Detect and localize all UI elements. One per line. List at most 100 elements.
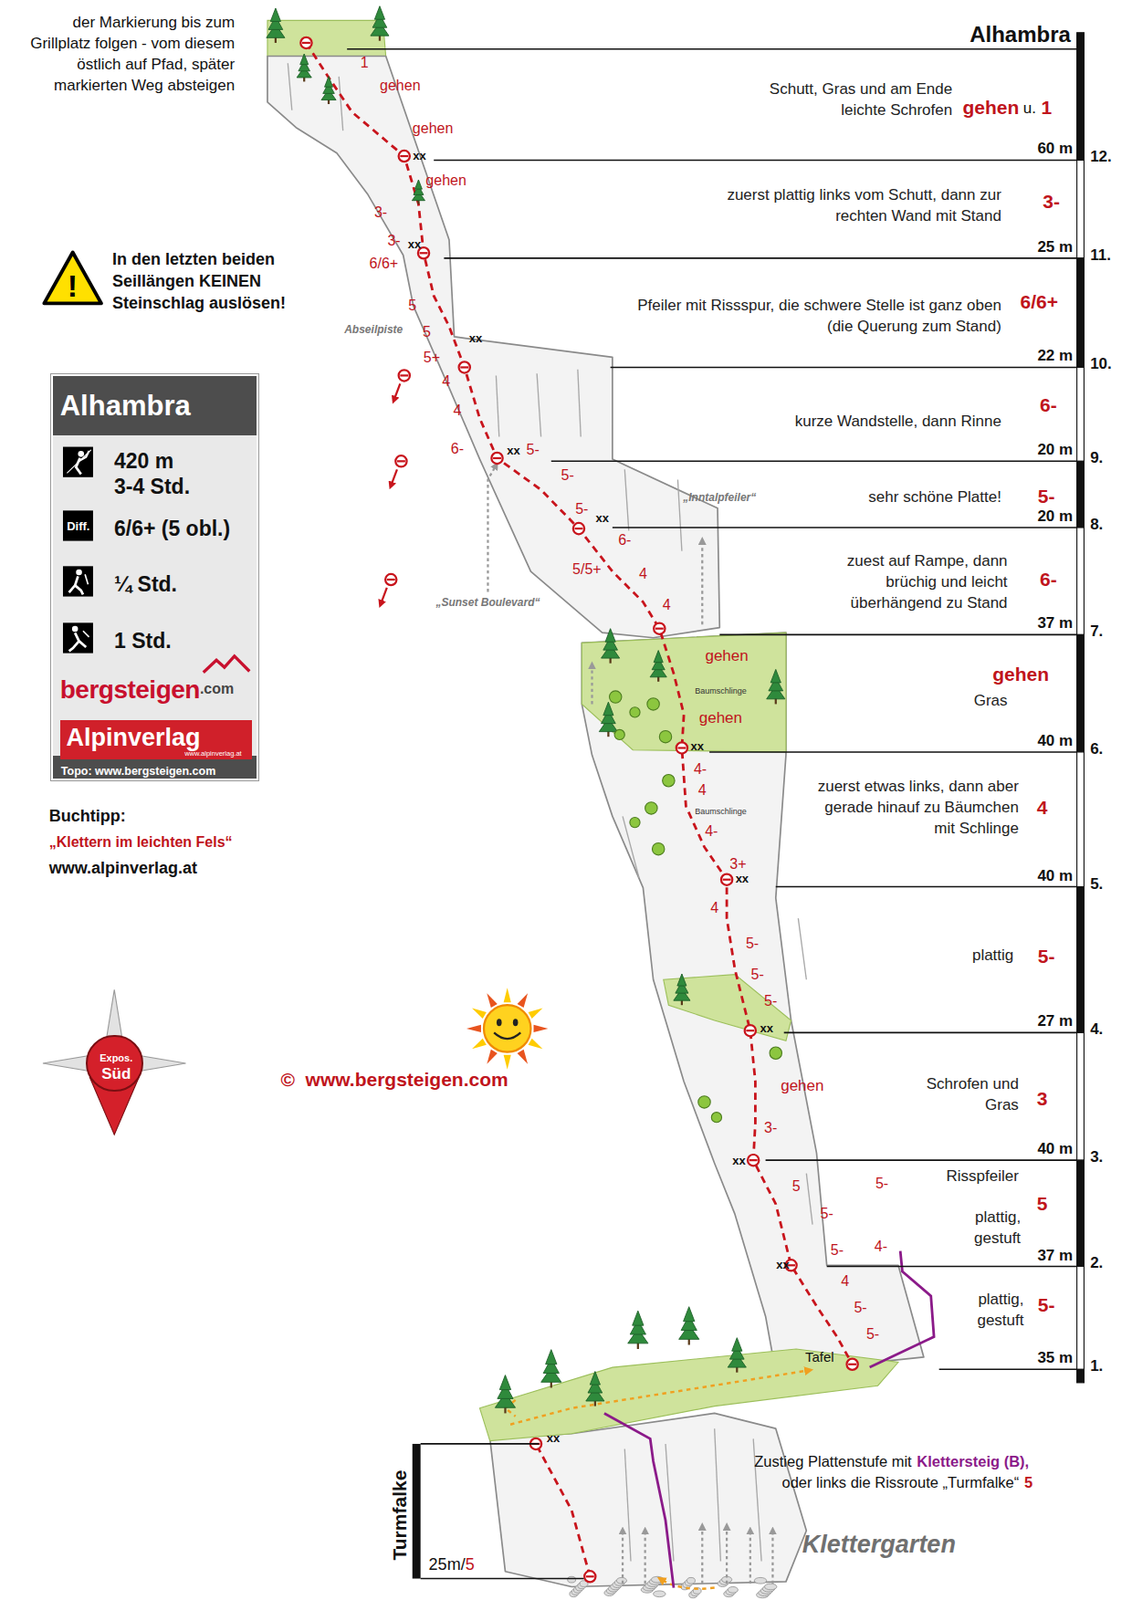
route-grade: 4- <box>704 823 718 840</box>
sun-icon <box>483 1005 531 1052</box>
panel-value: 6/6+ (5 obl.) <box>114 516 231 541</box>
feature-name: „Sunset Boulevard“ <box>435 597 540 610</box>
tree <box>732 1338 743 1353</box>
sun-icon <box>528 1038 544 1049</box>
route-grade: 5 <box>465 1555 475 1575</box>
approach-note: oder links die Rissroute „Turmfalke“ <box>781 1474 1019 1492</box>
pitch-grade: 3- <box>1042 190 1060 213</box>
tree <box>645 802 658 815</box>
sun-icon <box>471 1008 487 1019</box>
sun-icon <box>517 1049 528 1065</box>
pitch-table <box>719 634 1077 637</box>
scree <box>754 1577 766 1584</box>
belay-symbol <box>385 574 397 586</box>
rock-crack <box>624 1449 631 1562</box>
pitch-table <box>433 159 1077 162</box>
scale-bar <box>420 1443 540 1446</box>
pitch-description: zuest auf Rampe, dann brüchig und leicht… <box>808 550 1008 614</box>
belay-symbol <box>744 1025 756 1037</box>
scree <box>616 1577 627 1584</box>
pitch-grade: gehen <box>962 96 1019 119</box>
sling-note: Baumschlinge <box>694 807 747 817</box>
warning-triangle: ! <box>41 248 105 307</box>
belay-symbol <box>300 37 312 49</box>
scale-bar <box>420 1578 585 1581</box>
pitch-grade: 6/6+ <box>1020 291 1059 314</box>
tree <box>647 698 660 711</box>
panel-heading: Alhambra <box>60 389 191 423</box>
abseil-arrow <box>380 383 400 604</box>
pitch-grade: 4 <box>1037 796 1049 819</box>
approach-arrow <box>771 1530 774 1584</box>
feature-name: Abseilpiste <box>344 324 403 337</box>
bolt-marker: xx <box>412 149 426 164</box>
rock-crack <box>797 918 807 980</box>
belay-symbol <box>491 452 503 464</box>
meadow <box>480 632 899 1441</box>
sign-note: Tafel <box>805 1349 835 1365</box>
abseil-arrow <box>394 383 401 400</box>
route-grade: 3- <box>374 204 388 221</box>
pitch-number: 2. <box>1090 1254 1103 1273</box>
warning-text: In den letzten beiden Seillängen KEINEN … <box>112 248 357 315</box>
sun-icon <box>503 987 512 1003</box>
rock-wall <box>267 55 720 638</box>
route-grade: 3- <box>387 232 400 250</box>
route-grade: 5 <box>422 324 431 341</box>
belay-symbol <box>848 1363 857 1366</box>
route-grade: 6- <box>450 440 464 458</box>
scale-bar <box>412 1444 421 1580</box>
route-note: gehen <box>704 647 748 666</box>
route-grade: 6/6+ <box>369 255 399 273</box>
abseil-arrow <box>380 587 388 605</box>
logo-text: bergsteigen <box>60 675 200 705</box>
scree <box>727 1586 738 1594</box>
sun-icon <box>513 1018 519 1027</box>
connector-word: u. <box>1023 99 1037 118</box>
tree <box>770 669 781 683</box>
rock-crack <box>338 76 343 131</box>
route-grade: 5- <box>575 501 588 518</box>
rock-crack <box>806 1173 813 1226</box>
belay-symbol <box>399 155 409 158</box>
sun-icon <box>486 993 497 1008</box>
route-note: gehen <box>699 709 743 728</box>
pitch-length: 35 m <box>1037 1349 1073 1368</box>
pitch-table <box>827 1266 1078 1269</box>
approach-arrow <box>644 1530 647 1584</box>
via-ferrata-line <box>604 1413 674 1588</box>
pitch-number: 1. <box>1090 1357 1103 1376</box>
pitch-grade: 1 <box>1040 96 1052 119</box>
approach-arrow <box>725 1527 728 1585</box>
sun-icon <box>486 1049 497 1065</box>
tree <box>711 1112 722 1123</box>
pitch-description: plattig <box>972 944 1014 966</box>
approach-arrow <box>701 1527 703 1585</box>
info-panel <box>74 586 84 596</box>
pitch-grade: 3 <box>1037 1088 1049 1111</box>
bolt-marker: xx <box>408 238 421 252</box>
route-grade: 5- <box>561 467 575 484</box>
info-panel <box>62 447 94 478</box>
pitch-grade: 5- <box>1037 1294 1056 1317</box>
pitch-table <box>1077 32 1085 161</box>
pitch-length: 40 m <box>1037 867 1073 886</box>
route-grade: 4 <box>840 1273 849 1290</box>
route-grade: 5- <box>764 993 777 1010</box>
pitch-length: 25 m <box>1037 238 1073 257</box>
approach-arrow <box>487 465 496 593</box>
rock-crack <box>536 373 541 437</box>
warning-triangle <box>43 251 102 304</box>
panel-footer: Topo: www.bergsteigen.com <box>61 765 216 778</box>
pitch-grade: 5 <box>1037 1193 1049 1216</box>
scree <box>764 1583 776 1591</box>
route-grade: 5/5+ <box>572 561 602 578</box>
belay-symbol <box>584 1571 596 1583</box>
belay-symbol <box>745 1029 755 1032</box>
pitch-table <box>1077 1160 1085 1267</box>
sun-icon <box>493 1032 521 1039</box>
route-line <box>305 42 852 1365</box>
warning-mark: ! <box>67 268 78 304</box>
meadow <box>267 20 387 56</box>
pitch-table <box>1077 461 1085 528</box>
